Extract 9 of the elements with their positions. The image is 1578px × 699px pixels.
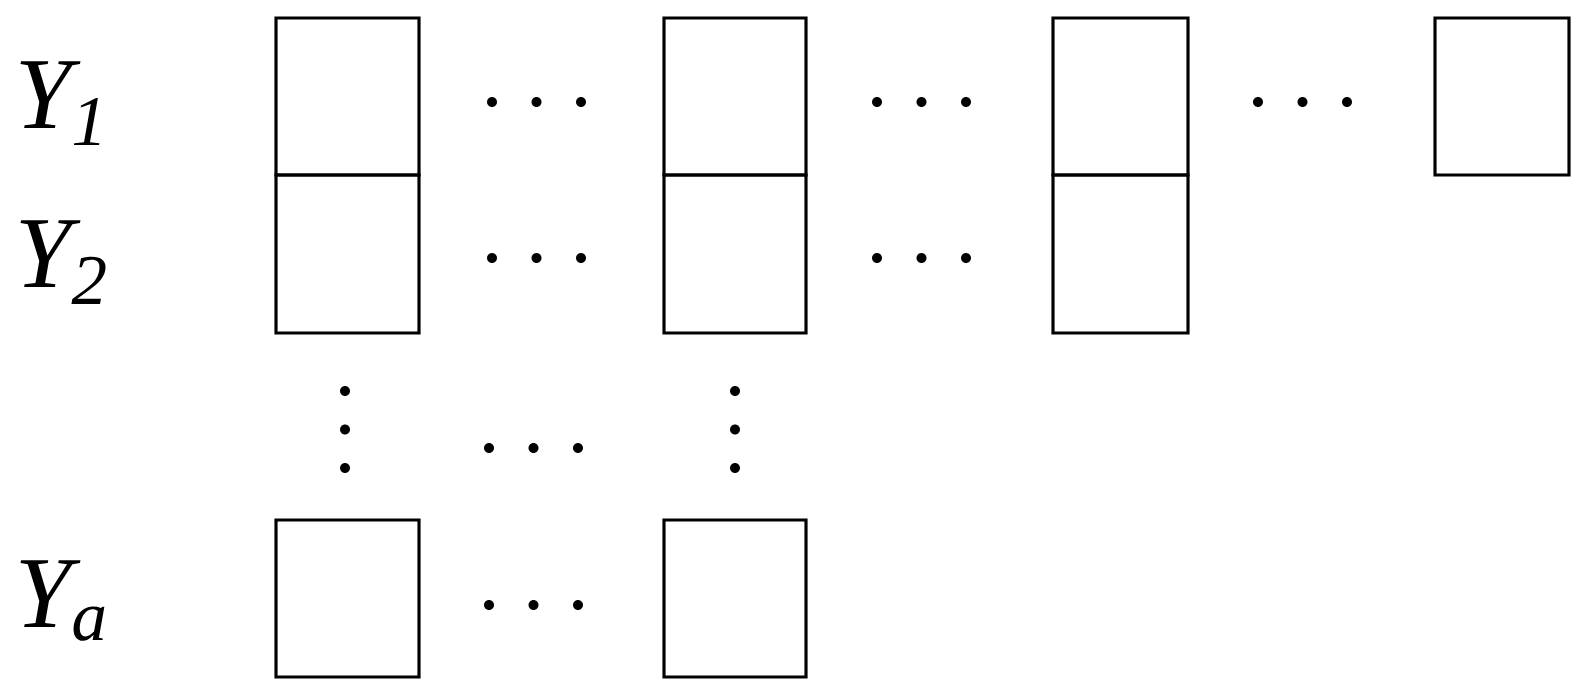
row-label: Y$_{1}$ [20, 61, 100, 145]
row-label: Y$_{2}$ [20, 220, 106, 305]
square-box [1051, 173, 1190, 335]
square-box [662, 518, 808, 679]
row-label: Y$_{a}$ [20, 560, 105, 641]
square-box [1433, 16, 1571, 177]
square-box [274, 518, 421, 679]
square-box [274, 173, 421, 335]
square-box [662, 173, 808, 335]
